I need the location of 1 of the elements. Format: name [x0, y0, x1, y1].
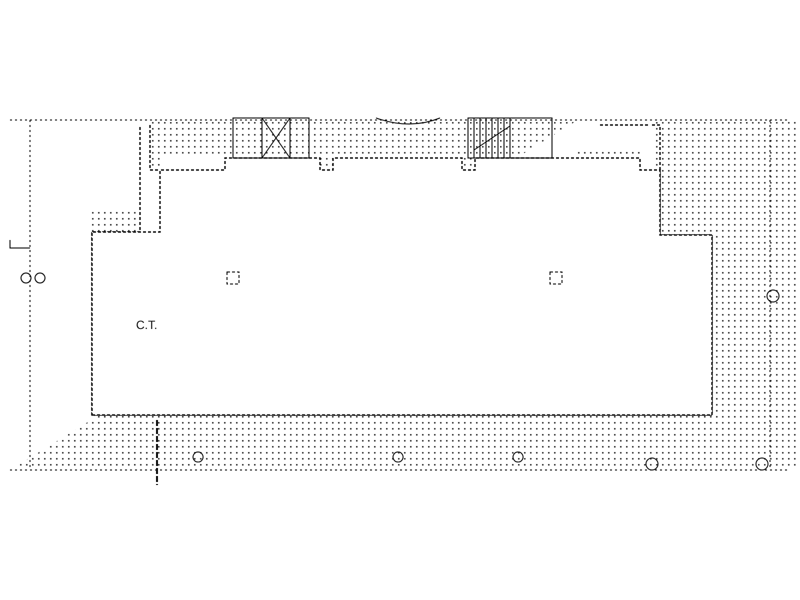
room-label: C.T. [136, 318, 158, 332]
